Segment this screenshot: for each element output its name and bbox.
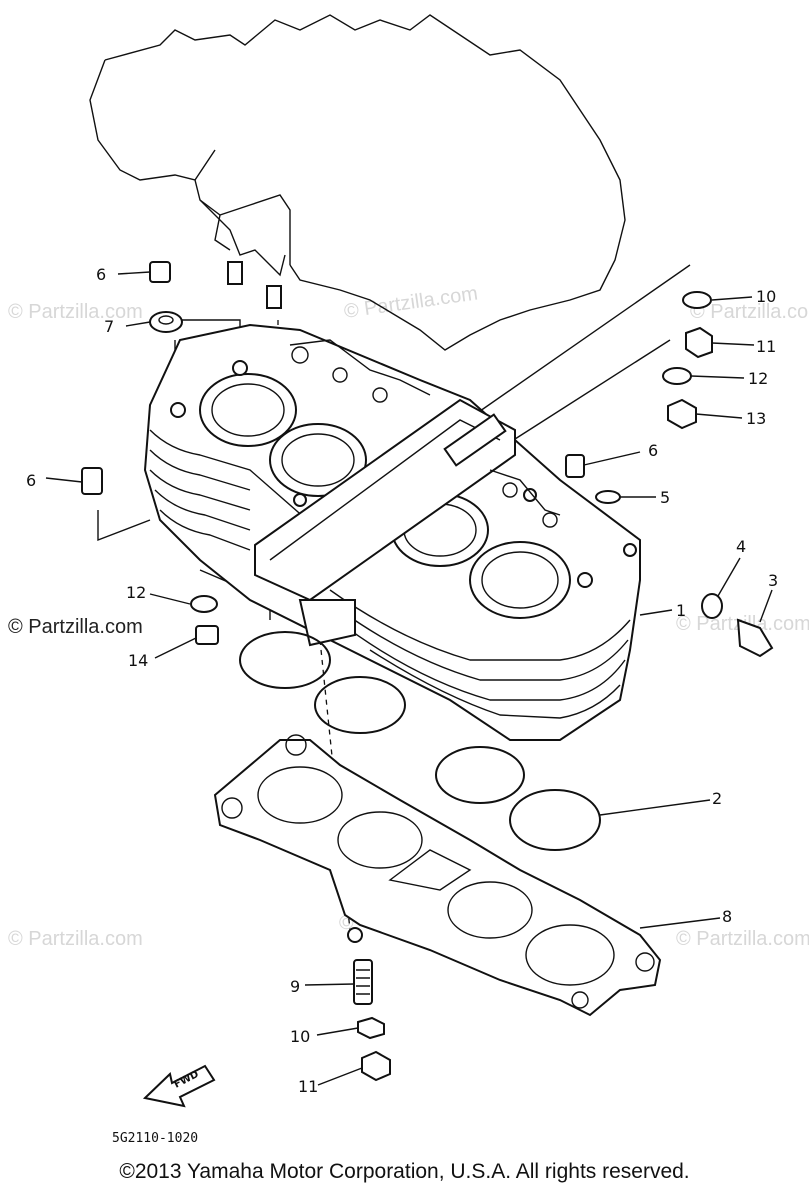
nut-part[interactable] — [667, 398, 697, 430]
watermark-text: © Partzilla.com — [8, 928, 143, 950]
engine-frame-outline — [89, 14, 626, 351]
callout-4: 4 — [736, 537, 746, 556]
watermark-text: © Partzilla.com — [690, 301, 809, 323]
nut-part[interactable] — [195, 625, 219, 645]
washer-part[interactable] — [662, 367, 692, 385]
callout-labels: 6 7 6 6 5 10 11 12 13 4 3 1 2 8 12 14 9 … — [26, 265, 778, 1096]
washer-part[interactable] — [701, 593, 723, 619]
cylinder-block[interactable] — [143, 323, 641, 741]
small-o-ring-part[interactable] — [595, 490, 621, 504]
washer-part[interactable] — [357, 1016, 385, 1040]
callout-13: 13 — [746, 409, 766, 428]
watermark-text: © Partzilla.com — [343, 282, 480, 323]
callout-11: 11 — [298, 1077, 318, 1096]
callout-10: 10 — [756, 287, 776, 306]
callout-6: 6 — [96, 265, 106, 284]
forward-arrow-icon: FWD — [142, 1064, 216, 1108]
callout-7: 7 — [104, 317, 114, 336]
callout-10: 10 — [290, 1027, 310, 1046]
watermark-text: © Partzilla.com — [8, 616, 143, 638]
leader-lines — [45, 271, 773, 1086]
nut-part[interactable] — [361, 1050, 391, 1082]
copyright-notice: ©2013 Yamaha Motor Corporation, U.S.A. A… — [119, 1160, 690, 1183]
callout-9: 9 — [290, 977, 300, 996]
o-rings[interactable] — [239, 631, 601, 851]
callout-6: 6 — [648, 441, 658, 460]
callout-11: 11 — [756, 337, 776, 356]
dowel-pin-part[interactable] — [565, 454, 585, 478]
callout-6: 6 — [26, 471, 36, 490]
watermark-text: © Partzilla.com — [676, 928, 809, 950]
dowel-pin-part[interactable] — [81, 467, 103, 495]
washer-part[interactable] — [682, 291, 712, 309]
callout-8: 8 — [722, 907, 732, 926]
bolt-part[interactable] — [736, 618, 774, 658]
seal-part[interactable] — [149, 311, 183, 333]
callout-1: 1 — [676, 601, 686, 620]
callout-3: 3 — [768, 571, 778, 590]
callout-12: 12 — [126, 583, 146, 602]
watermark-text: © Partzilla.com — [8, 301, 143, 323]
diagram-part-code: 5G2110-1020 — [112, 1131, 198, 1146]
callout-2: 2 — [712, 789, 722, 808]
cylinder-base-gasket[interactable] — [213, 734, 662, 1017]
washer-part[interactable] — [190, 595, 218, 613]
dowel-pin-part[interactable] — [149, 261, 171, 283]
callout-12: 12 — [748, 369, 768, 388]
stud-bolt-part[interactable] — [353, 959, 373, 1005]
callout-5: 5 — [660, 488, 670, 507]
nut-part[interactable] — [685, 326, 713, 359]
callout-14: 14 — [128, 651, 148, 670]
